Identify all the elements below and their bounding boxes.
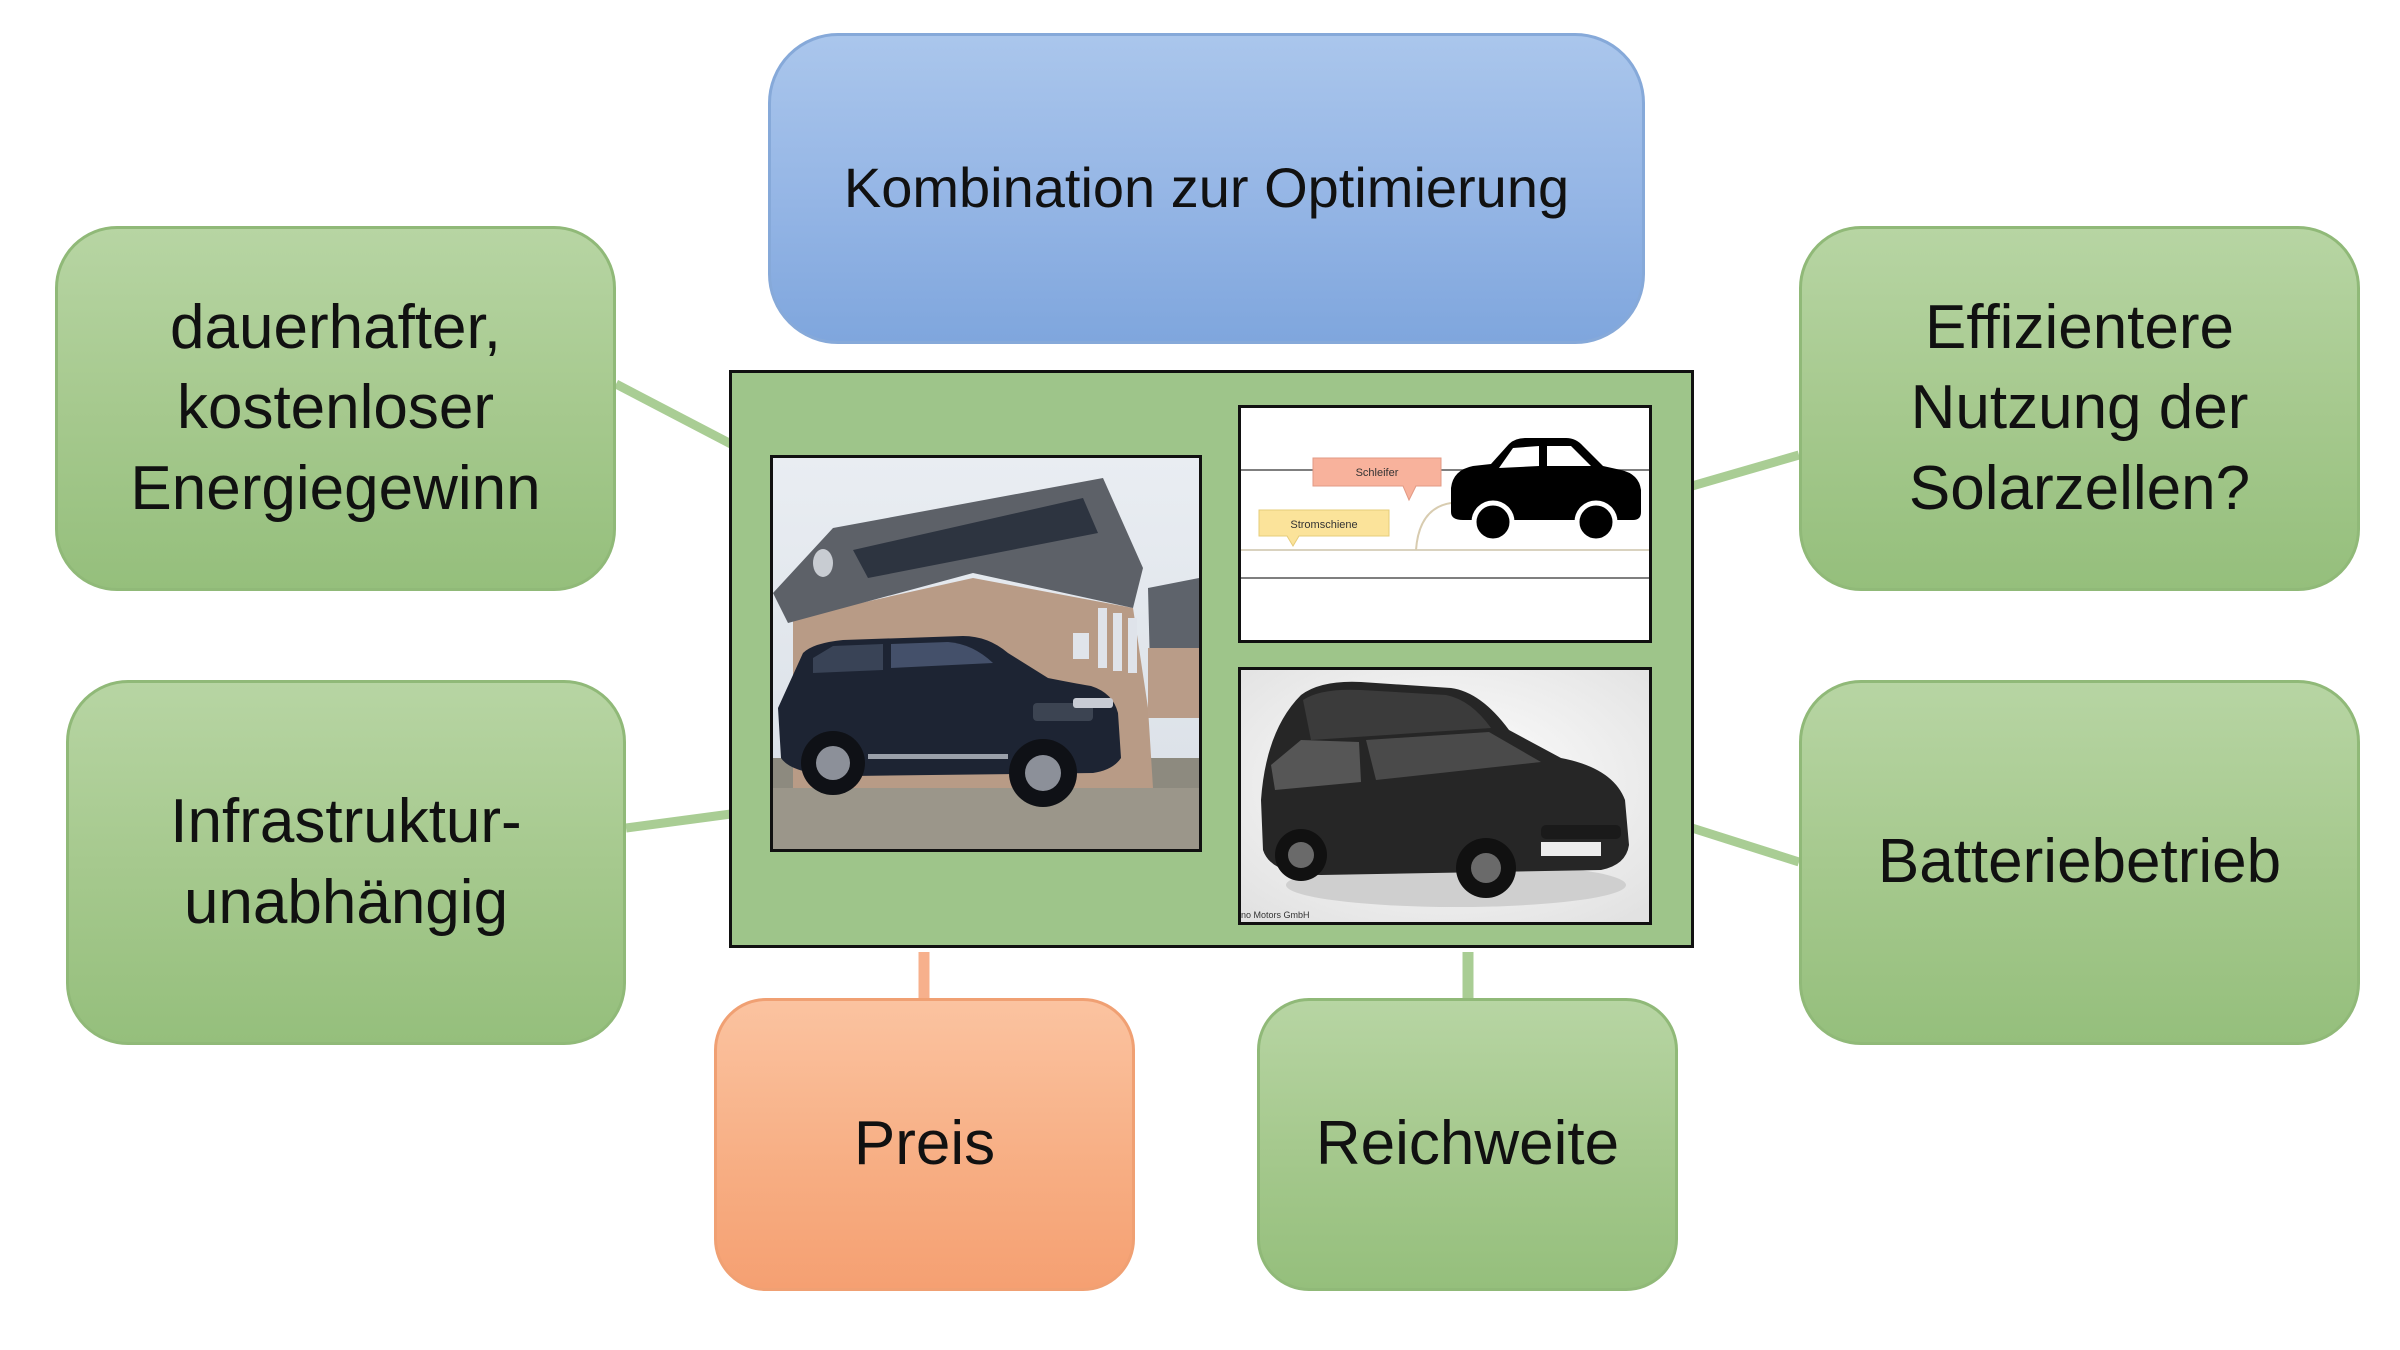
box-solar-efficiency-text: Effizientere Nutzung der Solarzellen? xyxy=(1908,292,2251,523)
solar-car-photo: no Motors GmbH xyxy=(1238,667,1652,925)
connector-top-right xyxy=(1690,450,1801,491)
connector-mid-right xyxy=(1690,823,1801,867)
center-image-panel: Schleifer Stromschiene xyxy=(729,370,1694,948)
box-solar-efficiency: Effizientere Nutzung der Solarzellen? xyxy=(1799,226,2360,591)
box-energy-gain-text: dauerhafter, kostenloser Energiegewinn xyxy=(130,292,541,523)
label-collector: Schleifer xyxy=(1356,467,1399,479)
connector-top-left xyxy=(613,380,734,448)
connector-mid-left xyxy=(625,809,732,833)
car-icon xyxy=(1451,438,1641,544)
photo-credit: no Motors GmbH xyxy=(1241,910,1310,920)
box-infrastructure: Infrastruktur- unabhängig xyxy=(66,680,626,1045)
title-text: Kombination zur Optimierung xyxy=(843,156,1570,220)
box-battery-text: Batteriebetrieb xyxy=(1877,827,2282,897)
box-infrastructure-text: Infrastruktur- unabhängig xyxy=(170,786,522,937)
box-energy-gain: dauerhafter, kostenloser Energiegewinn xyxy=(55,226,616,591)
conductor-rail-diagram: Schleifer Stromschiene xyxy=(1238,405,1652,643)
box-battery: Batteriebetrieb xyxy=(1799,680,2360,1045)
label-rail: Stromschiene xyxy=(1290,519,1357,531)
house-car-photo xyxy=(770,455,1202,852)
box-price-text: Preis xyxy=(853,1109,996,1179)
title-box: Kombination zur Optimierung xyxy=(768,33,1645,344)
box-range-text: Reichweite xyxy=(1315,1109,1620,1179)
box-range: Reichweite xyxy=(1257,998,1678,1291)
box-price: Preis xyxy=(714,998,1135,1291)
